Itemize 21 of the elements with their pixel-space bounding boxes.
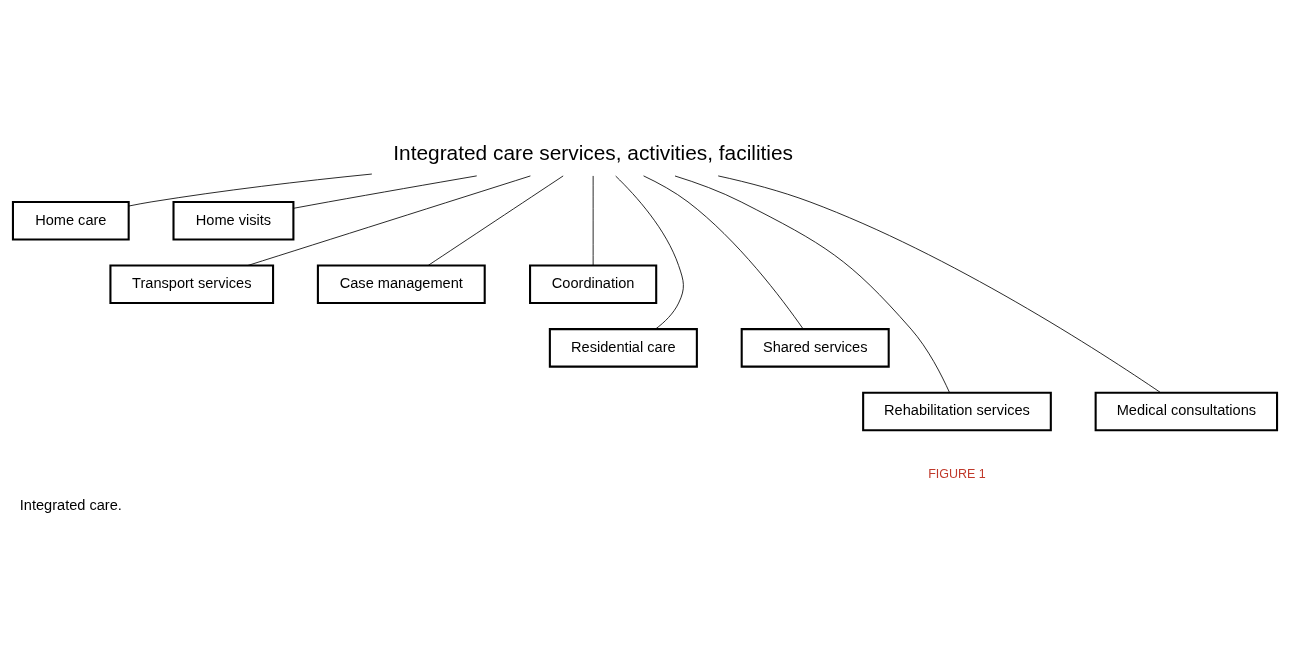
node-box: Shared services	[740, 327, 890, 368]
node-box: Residential care	[548, 327, 698, 368]
connector	[643, 174, 804, 329]
label: FIGURE 1	[928, 466, 986, 481]
connector	[615, 175, 684, 329]
connector	[247, 175, 531, 266]
connector	[674, 175, 950, 393]
node-box: Home care	[11, 200, 130, 240]
node-text: Integrated care services, activities, facilities	[393, 140, 793, 164]
node-box: Home visits	[172, 200, 295, 240]
connector	[717, 175, 1162, 393]
caption: Integrated care.	[19, 496, 122, 513]
node-box: Rehabilitation services	[862, 391, 1052, 431]
connector	[427, 175, 564, 266]
connector	[128, 173, 373, 206]
node-box: Case management	[316, 264, 486, 304]
connector	[592, 175, 594, 266]
node-box: Coordination	[529, 264, 658, 304]
node-box: Medical consultations	[1094, 391, 1279, 431]
connector	[293, 174, 478, 209]
node-box: Transport services	[109, 264, 275, 304]
